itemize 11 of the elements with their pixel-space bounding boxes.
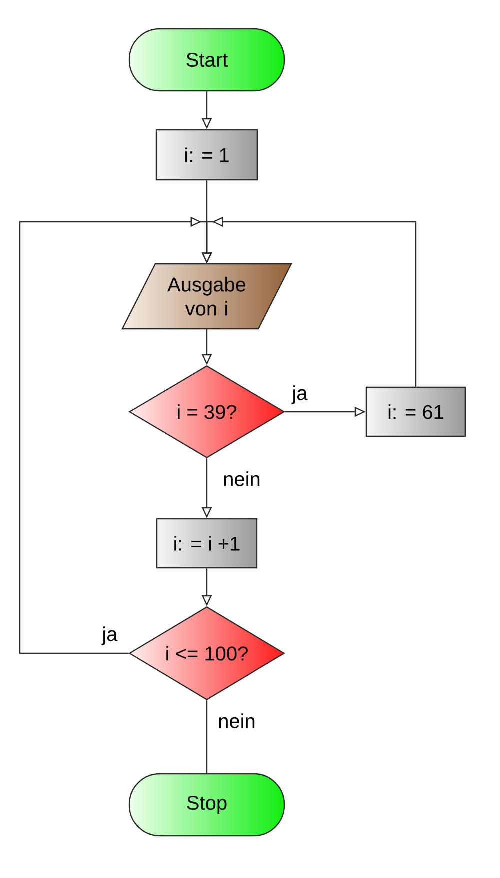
io-parallelogram: Ausgabe von i bbox=[122, 263, 292, 330]
terminal-pill: Stop bbox=[128, 773, 286, 837]
edge-label: ja bbox=[101, 626, 119, 646]
process-box: i: = i +1 bbox=[156, 518, 258, 569]
process-box: i: = 61 bbox=[366, 386, 466, 438]
process-box: i: = 1 bbox=[156, 129, 258, 181]
connector-line bbox=[206, 700, 208, 774]
edge-label: ja bbox=[291, 384, 309, 406]
edge-label: nein bbox=[217, 712, 257, 730]
edge-label: nein bbox=[222, 470, 262, 488]
terminal-pill: Start bbox=[128, 28, 286, 92]
